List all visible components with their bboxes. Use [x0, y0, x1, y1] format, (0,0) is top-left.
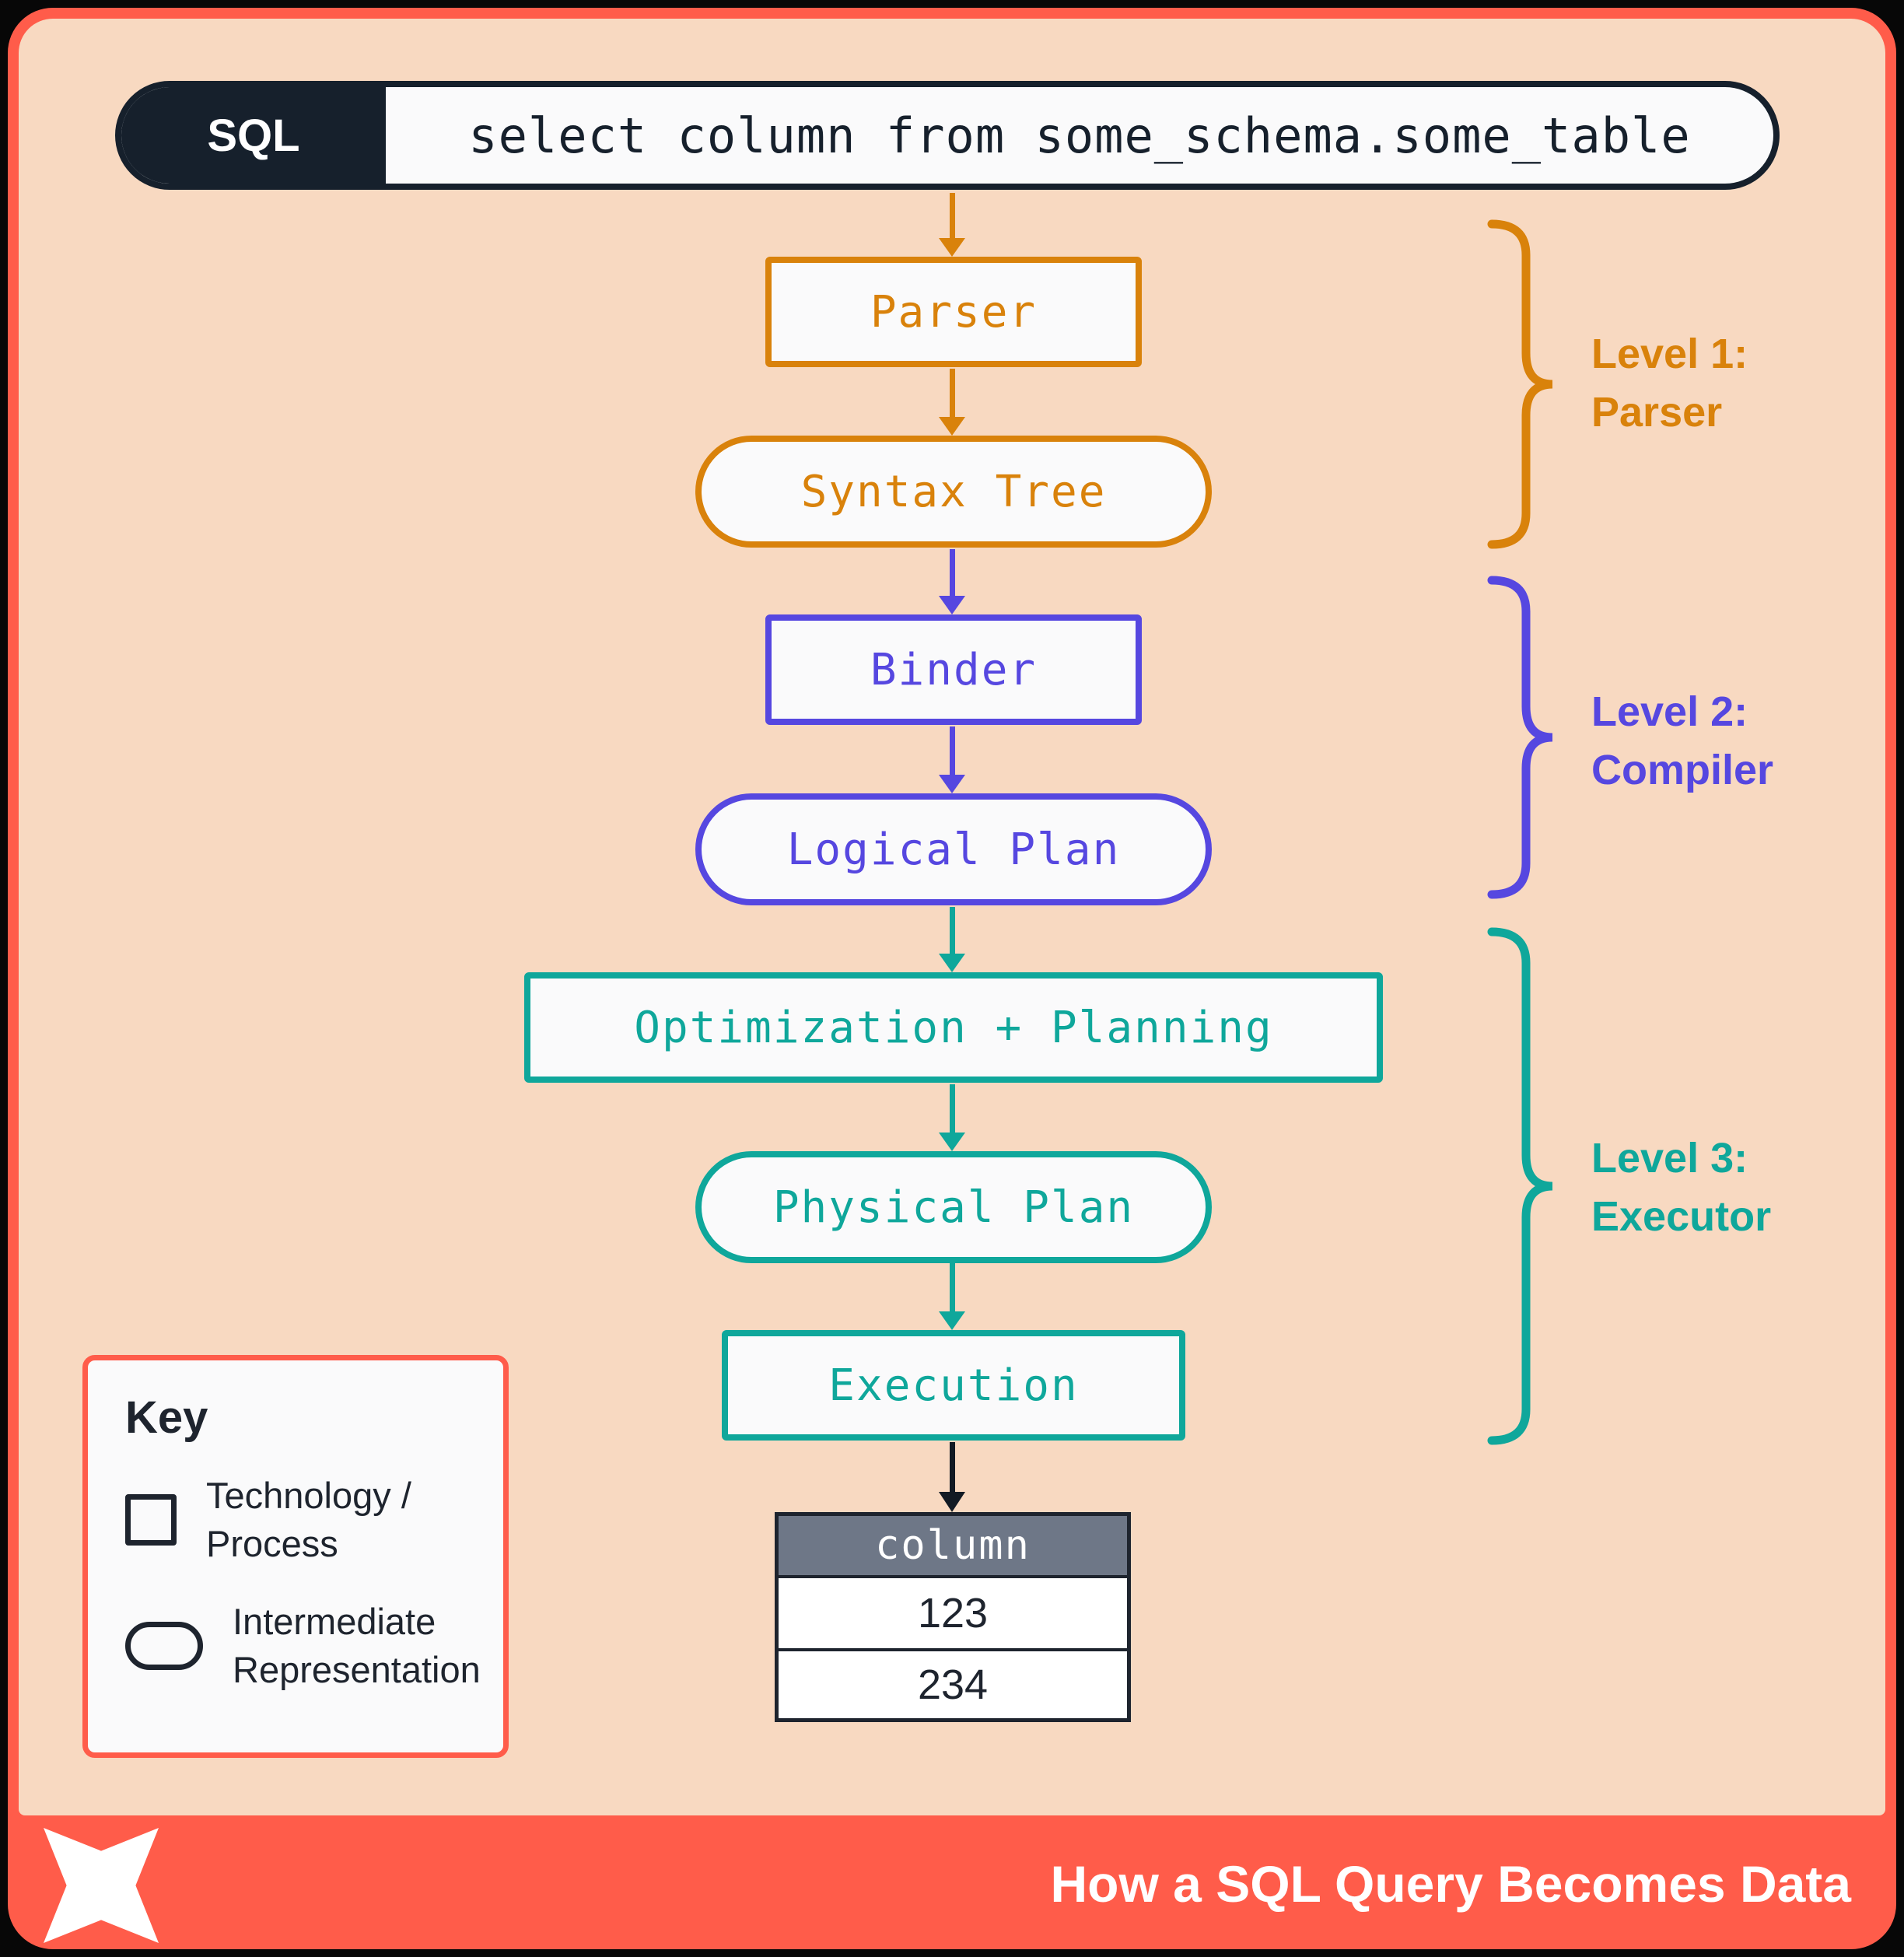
arrowhead-icon — [939, 1311, 965, 1330]
legend-item-label: Technology / Process — [206, 1475, 411, 1565]
node-physical-plan: Physical Plan — [695, 1151, 1212, 1263]
arrow-execution-to-result — [938, 1442, 966, 1512]
arrow-syntax-tree-to-binder — [938, 549, 966, 614]
arrow-logical-plan-to-optimization — [938, 907, 966, 972]
footer-title: How a SQL Query Becomes Data — [1050, 1855, 1851, 1913]
arrowhead-icon — [939, 775, 965, 793]
level-3-title: Level 3: — [1591, 1135, 1748, 1182]
logo-icon — [44, 1828, 159, 1943]
sql-query-text: select column from some_schema.some_tabl… — [468, 107, 1691, 164]
arrow-optimization-to-physical-plan — [938, 1084, 966, 1151]
result-table-header: column — [779, 1516, 1127, 1578]
node-binder: Binder — [765, 614, 1142, 725]
level-1-brace-icon — [1487, 219, 1553, 549]
pill-swatch-icon — [125, 1622, 203, 1671]
arrow-physical-plan-to-execution — [938, 1263, 966, 1330]
arrow-parser-to-syntax-tree — [938, 369, 966, 436]
arrowhead-icon — [939, 238, 965, 257]
arrowhead-icon — [939, 1133, 965, 1151]
level-2-label: Level 2: Compiler — [1591, 683, 1773, 799]
sql-tag: SQL — [121, 87, 386, 184]
level-2-subtitle: Compiler — [1591, 746, 1774, 793]
legend-item-technology: Technology / Process — [125, 1472, 466, 1568]
level-1-title: Level 1: — [1591, 331, 1748, 377]
arrow-binder-to-logical-plan — [938, 726, 966, 793]
level-1-subtitle: Parser — [1591, 388, 1723, 436]
level-3-subtitle: Executor — [1591, 1192, 1772, 1240]
arrowhead-icon — [939, 596, 965, 614]
level-2-title: Level 2: — [1591, 688, 1748, 735]
result-table-row: 123 — [917, 1590, 989, 1637]
node-parser: Parser — [765, 257, 1142, 367]
arrowhead-icon — [939, 417, 965, 436]
rect-swatch-icon — [125, 1494, 177, 1546]
level-1-label: Level 1: Parser — [1591, 325, 1748, 441]
arrow-sql-to-parser — [938, 193, 966, 257]
node-syntax-tree: Syntax Tree — [695, 436, 1212, 548]
level-2-brace-icon — [1487, 576, 1553, 899]
arrowhead-icon — [939, 1492, 965, 1512]
node-logical-plan: Logical Plan — [695, 793, 1212, 905]
result-table-row: 234 — [779, 1648, 1127, 1718]
arrowhead-icon — [939, 954, 965, 972]
result-table: column 123 234 — [775, 1512, 1131, 1722]
level-3-brace-icon — [1487, 927, 1553, 1445]
legend: Key Technology / Process Intermediate Re… — [82, 1355, 509, 1758]
legend-title: Key — [125, 1392, 208, 1443]
legend-item-intermediate: Intermediate Representation — [125, 1598, 481, 1694]
node-optimization-planning: Optimization + Planning — [524, 972, 1383, 1083]
node-execution: Execution — [722, 1330, 1185, 1441]
sql-query-bar: SQL select column from some_schema.some_… — [115, 81, 1780, 190]
level-3-label: Level 3: Executor — [1591, 1129, 1771, 1245]
legend-item-label: Intermediate Representation — [233, 1601, 481, 1691]
